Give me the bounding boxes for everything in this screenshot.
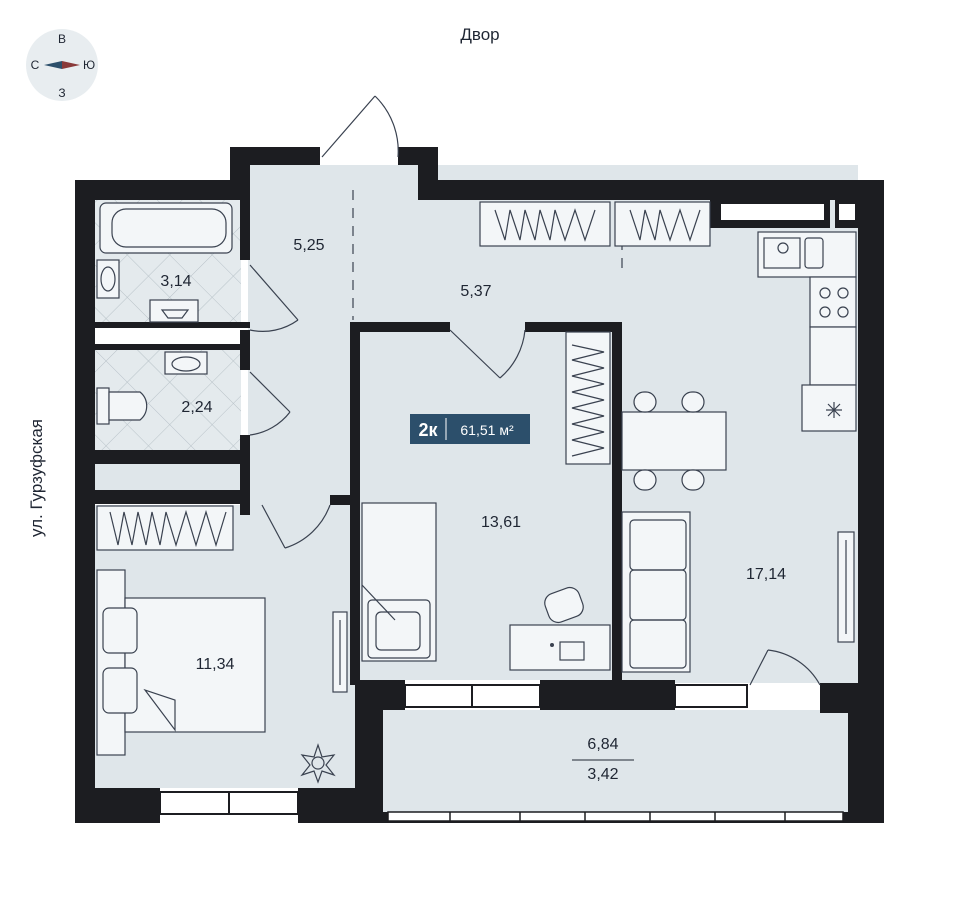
- door-bedroom: [261, 504, 331, 549]
- area-balcony-reduced: 3,42: [587, 766, 618, 783]
- street-label: ул. Гурзуфская: [27, 419, 46, 537]
- balcony-floor: [383, 710, 848, 815]
- window-top-small: [837, 202, 857, 222]
- area-hall-corridor: 5,37: [460, 283, 491, 300]
- wall-bath-right-b: [240, 330, 250, 350]
- wall-room-top-left: [350, 322, 450, 332]
- plant-icon: [300, 743, 336, 784]
- dining-table: [621, 391, 727, 491]
- wall-bath-bottom: [95, 322, 250, 328]
- wall-room-top-right: [525, 322, 620, 332]
- toilet: [96, 387, 110, 425]
- radiator-hall: [479, 201, 711, 247]
- area-hall-left: 5,25: [293, 237, 324, 254]
- door-balcony: [749, 649, 821, 686]
- area-room-center: 13,61: [481, 514, 521, 531]
- area-bathroom: 3,14: [160, 273, 191, 290]
- wall-wc-top: [95, 344, 250, 350]
- windows: [159, 202, 857, 822]
- wardrobe-room: [565, 331, 611, 465]
- sofa-room: [361, 502, 437, 662]
- bed: [96, 569, 266, 756]
- door-bathroom: [249, 264, 299, 332]
- area-wc: 2,24: [181, 399, 212, 416]
- wall-balcony-right: [848, 700, 884, 823]
- door-room: [449, 329, 526, 379]
- wall-lower-pier-b: [540, 680, 675, 710]
- area-balcony-total: 6,84: [587, 736, 618, 753]
- door-entrance: [321, 95, 399, 158]
- compass-east: Ю: [83, 58, 95, 72]
- door-wc: [249, 371, 291, 436]
- badge-background: [410, 414, 530, 444]
- sofa-kitchen: [621, 511, 691, 673]
- window-kitchen: [674, 684, 748, 708]
- wall-bottom-left: [75, 788, 160, 823]
- area-kitchen-living: 17,14: [746, 566, 786, 583]
- wall-room-right: [612, 322, 622, 684]
- wall-hall-stub: [330, 495, 360, 505]
- wall-bath-right-a: [240, 200, 250, 260]
- washing-machine: [149, 299, 199, 323]
- compass: В С Ю З: [26, 29, 98, 101]
- desk: [509, 586, 611, 671]
- wall-bedroom-top: [95, 490, 250, 504]
- fridge: [801, 384, 857, 432]
- bath-sink: [96, 259, 120, 299]
- hall-lower-floor: [248, 330, 360, 505]
- window-top: [719, 202, 826, 222]
- furniture: [96, 201, 857, 784]
- wall-wc-right-a: [240, 350, 250, 370]
- closet-floor: [93, 464, 241, 492]
- kitchen-counter: [757, 231, 857, 432]
- window-balcony: [387, 811, 844, 822]
- wall-room-left: [350, 322, 360, 507]
- doors: [249, 95, 821, 686]
- apartment-badge: 2к 61,51 м²: [410, 414, 530, 444]
- wall-entry-top-left: [230, 147, 320, 165]
- wall-top-right: [418, 180, 884, 200]
- wall-wc-bottom: [95, 450, 250, 464]
- compass-needle-east: [62, 61, 80, 69]
- stove: [809, 276, 857, 328]
- compass-needle-west: [44, 61, 62, 69]
- badge-rooms: 2к: [418, 420, 438, 440]
- wall-top-left: [75, 180, 250, 200]
- compass-west: С: [31, 58, 40, 72]
- area-bedroom: 11,34: [196, 656, 235, 673]
- compass-north: В: [58, 32, 66, 46]
- yard-label: Двор: [460, 25, 499, 44]
- bathtub: [99, 202, 233, 254]
- wall-room-left-lower: [350, 505, 360, 685]
- wardrobe-bedroom: [96, 505, 234, 551]
- badge-area: 61,51 м²: [460, 422, 514, 438]
- wall-wc-right-b: [240, 435, 250, 515]
- wall-right: [858, 180, 884, 683]
- compass-south: З: [58, 86, 65, 100]
- wall-bottom-mid: [298, 788, 383, 823]
- wall-left: [75, 180, 95, 823]
